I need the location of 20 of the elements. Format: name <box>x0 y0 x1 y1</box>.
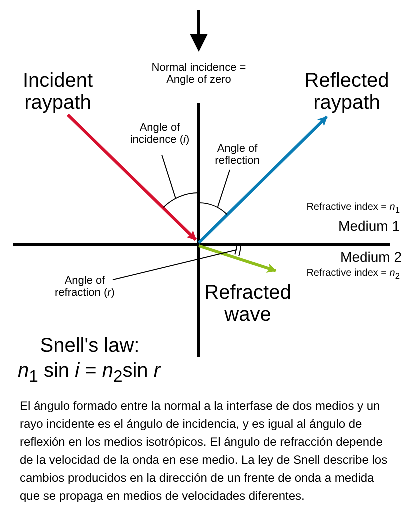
law-formula: n$_{1}$ sin i = n$_{2}$sin r <box>18 360 161 387</box>
ray-label: Refracted wave <box>204 282 292 327</box>
angle-arc <box>234 244 242 257</box>
angle-label: Angle of incidence (i) <box>125 122 195 147</box>
leader-line <box>162 154 176 200</box>
ray-label: Incident raypath <box>22 70 94 115</box>
law-title: Snell's law: <box>39 335 141 358</box>
medium-label: Medium 1 <box>338 219 400 235</box>
heading-label: Normal incidence = Angle of zero <box>150 62 248 87</box>
leader-line <box>218 170 230 208</box>
medium-label: Medium 2 <box>340 250 402 266</box>
angle-arc <box>198 202 228 216</box>
leader-line <box>112 250 238 280</box>
index-label: Refractive index = n$_{1}$ <box>306 202 400 216</box>
ray-label: Reflected raypath <box>304 70 390 115</box>
angle-arc <box>163 192 200 208</box>
caption-paragraph: El ángulo formado entre la normal a la interfase de dos medios y un rayo incidente es el ángulo de incidencia, y es igual al ángulo de reflexión en los medios isotrópicos. El ángulo de refracción depende de la velocidad de la onda en ese medio. La ley de Snell describe los cambios producidos en la dirección de un frente de onda a medida que se propaga en medios de velocidades diferentes. <box>20 398 389 505</box>
angle-label: Angle of reflection <box>200 143 275 168</box>
angle-label: Angle of refraction (r) <box>50 275 120 300</box>
index-label: Refractive index = n$_{2}$ <box>306 268 400 282</box>
